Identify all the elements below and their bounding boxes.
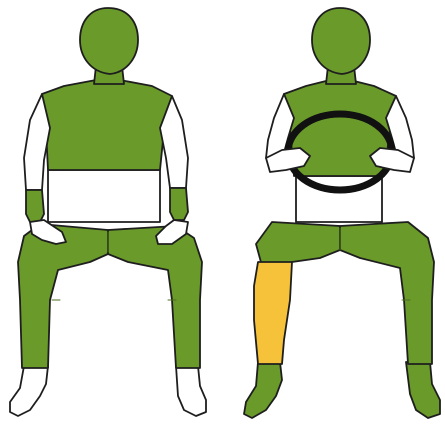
left-figure-right-upper-arm [24, 94, 50, 190]
right-figure-head [312, 8, 370, 74]
right-figure-left-foot [406, 362, 440, 418]
left-figure-torso [42, 80, 172, 170]
right-figure-left-leg [340, 222, 434, 364]
left-figure-right-forearm [26, 190, 44, 222]
right-figure-right-lower-leg-highlight [254, 262, 292, 364]
left-figure-left-foot [176, 366, 206, 416]
left-figure-left-forearm [170, 188, 188, 220]
right-figure-right-foot [244, 362, 282, 418]
dummy-figure-left [10, 8, 206, 416]
dummy-figure-right [244, 8, 440, 418]
left-figure-right-foot [10, 366, 48, 416]
left-figure-left-leg [108, 226, 202, 368]
left-figure-head [80, 8, 138, 74]
left-figure-pelvis-band [48, 170, 160, 222]
left-figure-right-leg [18, 224, 108, 368]
